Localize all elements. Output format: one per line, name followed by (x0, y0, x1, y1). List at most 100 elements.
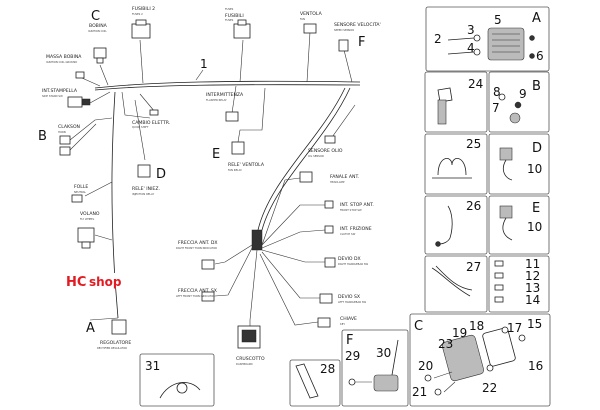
massa-bobina-sub: IGNITION COIL GROUND (46, 60, 77, 64)
horn-part (509, 112, 521, 124)
fanale-ant-sub: HEADLAMP (330, 180, 345, 184)
component-int-frizione: INT. FRIZIONE CLUTCH SW (324, 225, 372, 236)
sensore-velocita-sub: SPEED SENSOR (334, 28, 354, 32)
callout-22: 22 (482, 381, 497, 395)
component-folle: FOLLE NEUTRAL (71, 184, 88, 203)
component-devio-sx: DEVIO SX LEFT HANDLEBAR SW (319, 293, 367, 304)
component-sensore-velocita: SENSORE VELOCITA' SPEED SENSOR F (334, 22, 381, 52)
freccia-ant-sx-label: FRECCIA ANT. SX (178, 288, 217, 294)
bobina-sub: IGNITION COIL (88, 29, 107, 33)
cambio-elettr-label: CAMBIO ELETTR. (132, 120, 170, 126)
callout-4: 4 (467, 41, 475, 55)
freccia-ant-dx-label: FRECCIA ANT. DX (178, 240, 218, 246)
component-cruscotto: CRUSCOTTO DASHBOARD (236, 325, 265, 366)
fusibili2-label: FUSIBILI 2 (132, 6, 155, 12)
callout-8: 8 (493, 85, 501, 99)
box-e-letter: E (532, 201, 540, 216)
freccia-ant-dx-sub: RIGHT FRONT TURN INDICATOR (176, 246, 217, 250)
relay-d-part (499, 147, 513, 161)
ignition-coil-c-part (442, 334, 484, 382)
component-clakson: CLAKSON HORN B (38, 124, 80, 156)
callout-29: 29 (345, 349, 360, 363)
int-stop-ant-label: INT. STOP ANT. (340, 202, 374, 208)
component-fusibili2: FUSIBILI 2 FUSES 2 (131, 6, 155, 39)
chiave-label: CHIAVE (340, 316, 357, 322)
devio-sx-sub: LEFT HANDLEBAR SW (338, 300, 367, 304)
callout-24: 24 (468, 77, 483, 91)
int-frizione-sub: CLUTCH SW (340, 232, 356, 236)
component-rele-iniez: D RELE' INIEZ. INJECTION RELAY (132, 164, 166, 196)
box-24: 24 (424, 71, 488, 133)
watermark-shop: shop (89, 275, 122, 289)
regulator-part (487, 27, 525, 61)
hcshop-watermark: HC shop (64, 273, 122, 290)
callout-6: 6 (536, 49, 544, 63)
callout-13: 13 (525, 281, 540, 295)
component-fusibili: FUSES FUSIBILI FUSES (225, 7, 251, 39)
rele-ventola-sub: FAN RELAY (228, 168, 242, 172)
callout-17: 17 (507, 321, 522, 335)
clakson-sub: HORN (58, 130, 66, 134)
cambio-elettr-sub: QUICK SHIFT (132, 125, 149, 129)
box-27: 27 (424, 255, 488, 313)
callout-30: 30 (376, 346, 391, 360)
callout-28: 28 (320, 362, 335, 376)
sensore-velocita-label: SENSORE VELOCITA' (334, 22, 381, 28)
component-int-stop-ant: INT. STOP ANT. FRONT STOP SW (324, 200, 374, 212)
int-stop-ant-sub: FRONT STOP SW (340, 208, 362, 212)
callout-18: 18 (469, 319, 484, 333)
box-a: A 2 3 4 5 6 (425, 6, 550, 72)
intermittenza-sub: FLASHER RELAY (206, 98, 227, 102)
component-fanale-ant: FANALE ANT. HEADLAMP (299, 171, 359, 184)
letter-c-top: C (91, 9, 100, 24)
box-f: F 29 30 (341, 329, 409, 407)
devio-dx-label: DEVIO DX (338, 256, 361, 262)
component-bobina: BOBINA IGNITION COIL C (88, 9, 108, 64)
devio-dx-sub: RIGHT HANDLEBAR SW (338, 262, 369, 266)
harness-31-part (159, 382, 201, 399)
folle-sub: NEUTRAL (74, 190, 87, 194)
box-b: B 8 9 7 (488, 71, 550, 133)
ventola-sub: FAN (300, 17, 305, 21)
callout-12: 12 (525, 269, 540, 283)
sensore-olio-sub: OIL SENSOR (308, 154, 324, 158)
callout-25: 25 (466, 137, 481, 151)
callout-31: 31 (145, 359, 160, 373)
int-stampella-label: INT.STAMPELLA (42, 88, 78, 94)
component-intermittenza: INTERMITTENZA FLASHER RELAY (206, 92, 244, 122)
bracket-28-part (295, 363, 319, 399)
box-26: 26 (424, 195, 488, 255)
callout-2: 2 (434, 32, 442, 46)
volano-label: VOLANO (80, 211, 100, 217)
fusibili-sub: FUSES (225, 18, 234, 22)
rele-ventola-label: RELE' VENTOLA (228, 162, 265, 168)
cable-part (439, 205, 453, 245)
box-b-letter: B (532, 79, 541, 94)
callout-5: 5 (494, 13, 502, 27)
box-c: C 17 15 18 19 23 20 21 22 16 (409, 313, 551, 407)
regolatore-sub: RECTIFIER REGULATOR (97, 346, 127, 350)
devio-sx-label: DEVIO SX (338, 294, 360, 300)
speed-sensor-part (373, 374, 399, 392)
box-a-letter: A (532, 11, 541, 26)
callout-14: 14 (525, 293, 540, 307)
component-freccia-ant-dx: FRECCIA ANT. DX RIGHT FRONT TURN INDICAT… (176, 240, 218, 270)
cruscotto-label: CRUSCOTTO (236, 356, 265, 362)
rele-iniez-sub: INJECTION RELAY (132, 192, 155, 196)
callout-7: 7 (492, 101, 500, 115)
regolatore-label: REGOLATORE (100, 340, 131, 346)
letter-b-main: B (38, 129, 47, 144)
component-devio-dx: DEVIO DX RIGHT HANDLEBAR SW (324, 256, 369, 268)
callout-9: 9 (519, 87, 527, 101)
component-volano: VOLANO FLY WHEEL (77, 211, 100, 249)
component-massa-bobina: MASSA BOBINA IGNITION COIL GROUND (46, 54, 85, 79)
watermark-hc: HC (66, 275, 86, 290)
center-connector (251, 229, 263, 251)
callout-11: 11 (525, 257, 540, 271)
massa-bobina-label: MASSA BOBINA (46, 54, 82, 60)
relay-e-part (499, 205, 513, 219)
box-d: D 10 (488, 133, 550, 195)
freccia-ant-sx-sub: LEFT FRONT TURN INDICATOR (176, 294, 215, 298)
intermittenza-label: INTERMITTENZA (206, 92, 244, 98)
